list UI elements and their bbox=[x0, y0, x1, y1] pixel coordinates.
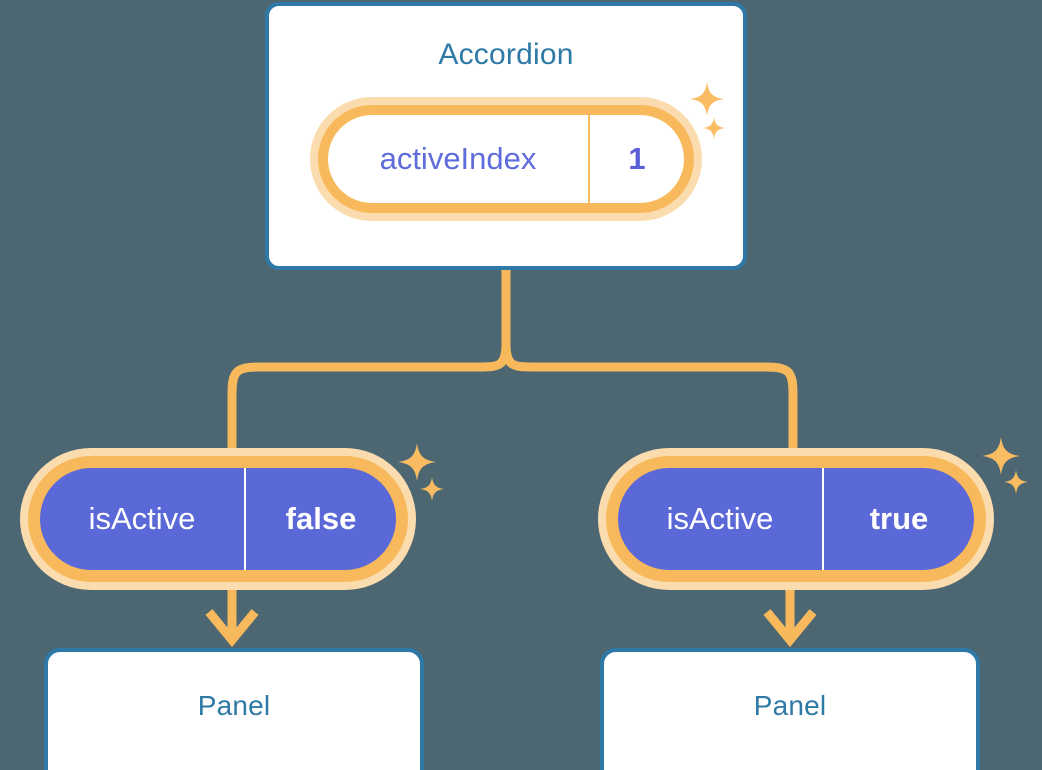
accordion-title: Accordion bbox=[438, 38, 574, 71]
panel-title-right: Panel bbox=[753, 690, 827, 721]
left-state-pill[interactable]: isActive false bbox=[40, 468, 396, 570]
panel-component-box-right[interactable]: Panel bbox=[600, 648, 980, 770]
right-state-key: isActive bbox=[618, 468, 824, 570]
sparkle-icon bbox=[420, 477, 444, 501]
activeindex-value: 1 bbox=[628, 141, 646, 176]
panel-component-box-left[interactable]: Panel bbox=[44, 648, 424, 770]
right-state-value: true bbox=[869, 501, 929, 536]
left-state-key: isActive bbox=[40, 468, 246, 570]
connector-branch-right bbox=[501, 343, 798, 460]
activeindex-state-pill[interactable]: activeIndex 1 bbox=[328, 115, 684, 203]
sparkle-icon bbox=[1004, 470, 1028, 494]
sparkle-icon bbox=[703, 117, 725, 139]
left-state-value: false bbox=[285, 501, 357, 536]
activeindex-key: activeIndex bbox=[328, 115, 590, 203]
sparkle-icon bbox=[398, 443, 436, 481]
panel-title-left: Panel bbox=[197, 690, 271, 721]
right-state-pill[interactable]: isActive true bbox=[618, 468, 974, 570]
arrow-down-icon-right bbox=[763, 609, 817, 648]
sparkle-icon bbox=[982, 437, 1020, 475]
arrow-down-icon-left bbox=[205, 609, 259, 648]
sparkle-icon bbox=[690, 82, 724, 116]
